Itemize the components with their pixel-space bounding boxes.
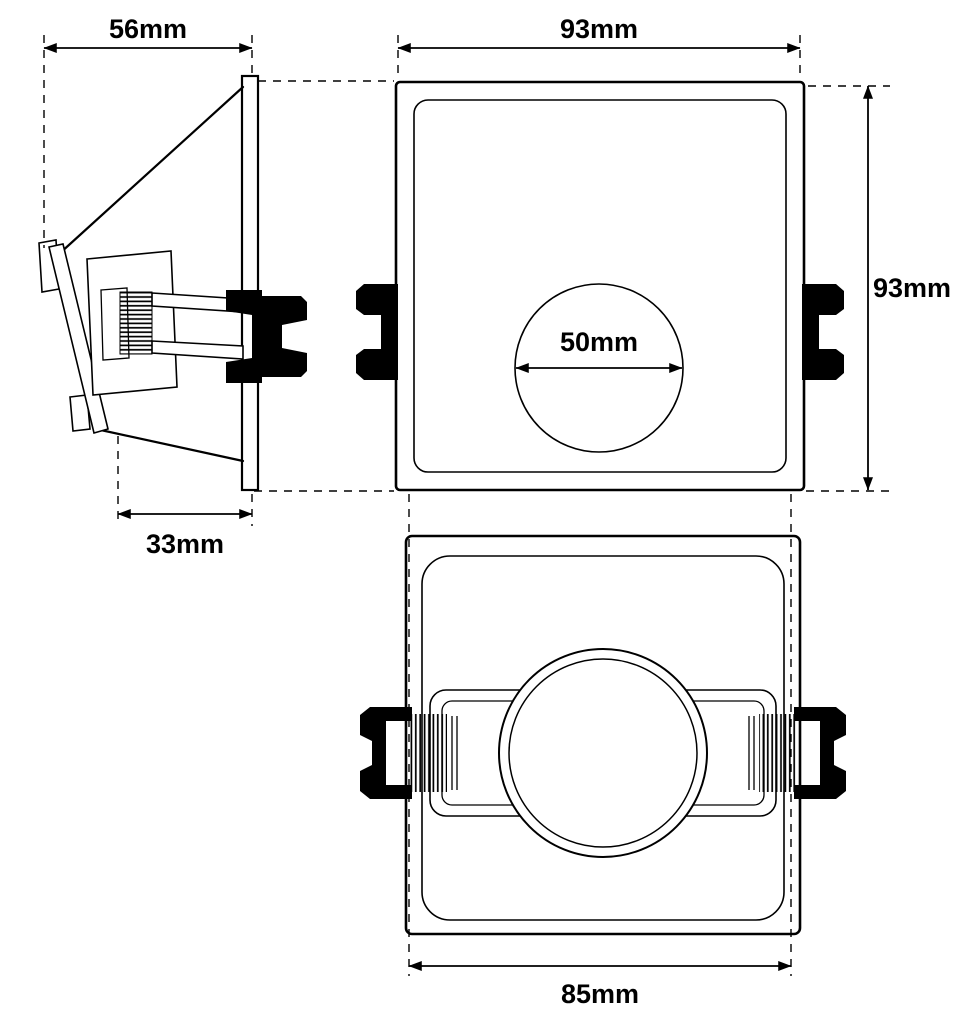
side-view-spring-clip-black	[226, 290, 307, 383]
dimension-93mm-width: 93mm	[397, 14, 801, 78]
rear-view-lamp-ring-outer	[498, 648, 708, 858]
rear-view-drawing	[360, 534, 846, 936]
dimension-85mm: 85mm	[408, 494, 792, 1009]
front-view-left-clip	[356, 284, 398, 380]
side-view-spring-coil	[119, 291, 153, 355]
side-view-lower-tab	[69, 394, 91, 432]
side-view-clip-arm-bottom	[151, 340, 244, 360]
projection-lines	[254, 80, 890, 492]
dimension-label-cutout-width: 85mm	[561, 979, 639, 1009]
dimension-label-hole-diameter: 50mm	[560, 327, 638, 357]
dimension-33mm: 33mm	[117, 436, 253, 559]
side-view-drawing	[38, 74, 307, 492]
front-view-drawing	[356, 80, 844, 492]
rear-view-right-clip	[794, 707, 846, 799]
dimension-label-recess-depth: 33mm	[146, 529, 224, 559]
dimension-50mm: 50mm	[515, 327, 683, 373]
rear-view-left-clip	[360, 707, 412, 799]
dimension-56mm: 56mm	[43, 14, 253, 248]
dimension-label-side-width: 56mm	[109, 14, 187, 44]
side-view-flange-plate	[240, 74, 260, 492]
rear-view-left-spring-coil	[409, 714, 447, 792]
dimension-label-front-height: 93mm	[873, 273, 951, 303]
dimension-93mm-height: 93mm	[808, 85, 951, 491]
dimension-label-front-width: 93mm	[560, 14, 638, 44]
side-view-lamp-holder-detail	[100, 287, 130, 361]
side-view-cone-bottom-edge	[94, 427, 245, 463]
rear-view-lamp-ring-inner	[508, 658, 698, 848]
side-view-cone-top-edge	[57, 85, 245, 256]
front-view-right-clip	[802, 284, 844, 380]
